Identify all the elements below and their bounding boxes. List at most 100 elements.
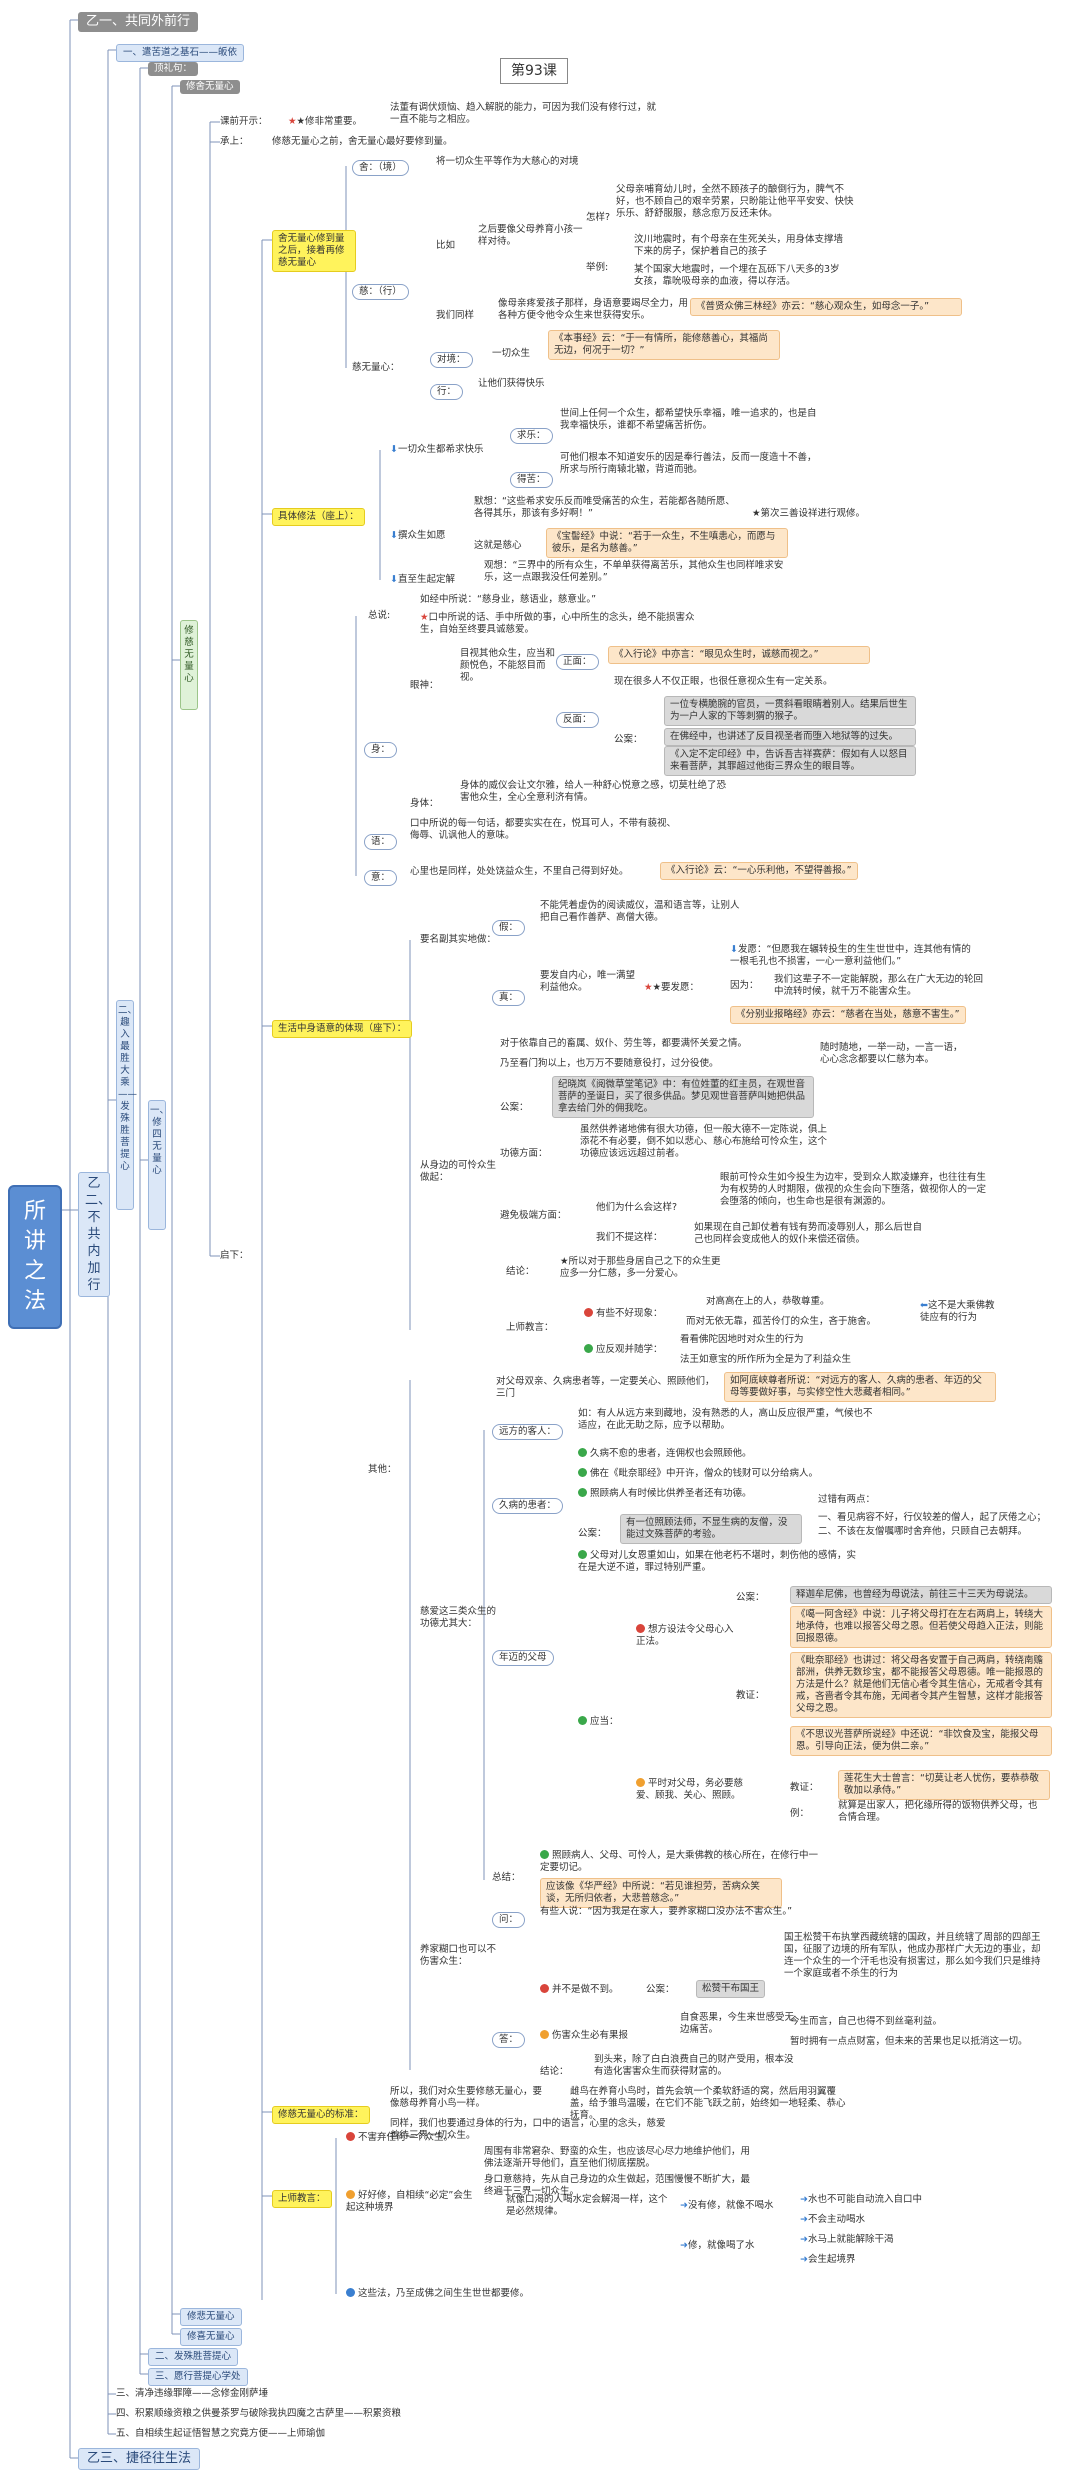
sec8-b2[interactable]: ➜修，就像喝了水 bbox=[680, 2240, 755, 2251]
sec2-b[interactable]: ⬇撰众生如愿 bbox=[390, 530, 446, 541]
juli-label[interactable]: 举例: bbox=[586, 262, 609, 273]
node-l1-bottom[interactable]: 乙三、捷径往生法 bbox=[78, 2448, 201, 2470]
node-mandala[interactable]: 四、积累顺缘资粮之供曼茶罗与破除我执四魔之古萨里——积累资粮 bbox=[116, 2408, 402, 2419]
zheng-node[interactable]: 正面： bbox=[556, 654, 599, 670]
jiubing-3: 照顾病人有时候比供养圣者还有功德。 bbox=[578, 1488, 752, 1500]
node-l1-mid[interactable]: 乙二、不共内加行 bbox=[78, 1172, 111, 1297]
sec7-a-text: 雌鸟在养育小鸟时，首先会筑一个柔软舒适的窝，然后用羽翼覆盖，给予雏鸟温暖，在它们… bbox=[570, 2086, 846, 2121]
pre-talk-label[interactable]: 课前开示： bbox=[220, 116, 268, 127]
ci-node[interactable]: 慈：（行） bbox=[352, 284, 409, 300]
women-bu-label[interactable]: 我们不提这样： bbox=[596, 1232, 663, 1243]
zhen-node[interactable]: 真： bbox=[492, 990, 526, 1006]
cheng-label[interactable]: 承上： bbox=[220, 136, 249, 147]
sec8-label[interactable]: 上师教言： bbox=[272, 2190, 332, 2208]
sec8-c[interactable]: 这些法，乃至成佛之间生生世世都要修。 bbox=[346, 2288, 529, 2300]
shen-node[interactable]: 身： bbox=[364, 742, 398, 758]
pj-label[interactable]: 教证： bbox=[790, 1782, 819, 1793]
cisan-label[interactable]: 慈爱这三类众生的功德尤其大： bbox=[420, 1606, 497, 1629]
arrow-icon: ➜ bbox=[800, 2234, 808, 2245]
node-bodhicitta[interactable]: 二、趣入最胜大乘——发殊胜菩提心 bbox=[116, 1000, 137, 1210]
sec8-a[interactable]: 不害弃任何一个众生。 bbox=[346, 2132, 453, 2144]
zongjie-label[interactable]: 总结： bbox=[492, 1872, 521, 1883]
women-label[interactable]: 我们同样 bbox=[436, 310, 475, 321]
yinwei-label[interactable]: 因为： bbox=[730, 980, 759, 991]
zongshuo-label[interactable]: 总说: bbox=[368, 610, 391, 621]
number-3-icon bbox=[346, 2288, 355, 2297]
bing-gongan-label[interactable]: 公案： bbox=[646, 1984, 675, 1995]
node-joy[interactable]: 修喜无量心 bbox=[180, 2328, 242, 2346]
li-label[interactable]: 例： bbox=[790, 1808, 810, 1819]
jiubing-gongan-label[interactable]: 公案： bbox=[578, 1528, 607, 1539]
gongan-label-2[interactable]: 公案： bbox=[500, 1102, 529, 1113]
kes-node[interactable]: 远方的客人： bbox=[492, 1424, 564, 1440]
sec1-label[interactable]: 舍无量心修到量之后，接着再修慈无量心 bbox=[272, 230, 356, 272]
sec7-label[interactable]: 修慈无量心的标准： bbox=[272, 2106, 370, 2124]
ying-dang-label[interactable]: 应当： bbox=[578, 1716, 619, 1728]
da-node[interactable]: 答： bbox=[492, 2032, 526, 2048]
node-bodhicitta-precepts[interactable]: 三、愿行菩提心学处 bbox=[148, 2368, 248, 2386]
jia-text: 不能凭着虚伪的阅读威仪，温和语言等，让别人把自己看作善萨、高僧大德。 bbox=[540, 900, 740, 923]
yanshen-label[interactable]: 眼神： bbox=[410, 680, 439, 691]
jiubing-node[interactable]: 久病的患者： bbox=[492, 1498, 564, 1514]
node-loving-kindness[interactable]: 修慈无量心 bbox=[180, 620, 198, 710]
jiubing-gongan: 有一位照顾法师，不显生病的友僧，没能过文殊菩萨的考验。 bbox=[620, 1514, 802, 1544]
node-l1-top[interactable]: 乙一、共同外前行 bbox=[78, 12, 199, 32]
dekuo-node[interactable]: 得苦： bbox=[510, 472, 553, 488]
yaoming-label[interactable]: 要名副其实地做： bbox=[420, 934, 497, 945]
shenti-label[interactable]: 身体： bbox=[410, 798, 439, 809]
wen-node[interactable]: 问： bbox=[492, 1912, 526, 1928]
zenyang-label[interactable]: 怎样? bbox=[586, 212, 611, 223]
fayuan-label[interactable]: ★★要发愿： bbox=[644, 982, 700, 993]
node-refuge[interactable]: 一、遣苦道之基石——皈依 bbox=[116, 44, 245, 62]
mo-label[interactable]: 默想： bbox=[474, 496, 503, 507]
qiule-node[interactable]: 求乐： bbox=[510, 428, 553, 444]
node-vajrasattva[interactable]: 三、清净违缘罪障——念修金刚萨埵 bbox=[116, 2388, 269, 2399]
gongde-label[interactable]: 功德方面： bbox=[500, 1148, 548, 1159]
you-bu-label[interactable]: 有些不好现象： bbox=[584, 1308, 663, 1320]
guoqu-label[interactable]: 过错有两点： bbox=[818, 1494, 876, 1505]
star-icon: ★ bbox=[644, 982, 653, 993]
sec2-label[interactable]: 具体修法（座上）： bbox=[272, 508, 365, 526]
node-equanimity[interactable]: 修舍无量心 bbox=[180, 80, 240, 94]
congfa-label[interactable]: 从身边的可怜众生做起： bbox=[420, 1160, 497, 1183]
yu-node[interactable]: 语： bbox=[364, 834, 398, 850]
fumu-text: 父母对儿女恩重如山，如果在他老朽不堪时，刺伤他的感情，实在是大逆不道，罪过特别严… bbox=[578, 1550, 857, 1573]
gongan-label[interactable]: 公案： bbox=[614, 734, 643, 745]
root-node[interactable]: 所讲之法 bbox=[8, 1185, 62, 1329]
bimian-label[interactable]: 避免极端方面： bbox=[500, 1210, 567, 1221]
mo-text: “这些希求安乐反而唯受痛苦的众生，若能都各随所愿、各得其乐，那该有多好啊！” bbox=[474, 496, 735, 519]
zongjie-text: 照顾病人、父母、可怜人，是大乘佛教的核心所在，在修行中一定要切记。 bbox=[540, 1850, 819, 1873]
node-homage[interactable]: 顶礼句： bbox=[148, 62, 199, 76]
sec3-label[interactable]: 生活中身语意的体现（座下）： bbox=[272, 1020, 413, 1038]
sec2-c[interactable]: ⬇直至生起定解 bbox=[390, 574, 455, 585]
she-node[interactable]: 舍：（境） bbox=[352, 160, 409, 176]
qita-label[interactable]: 其他： bbox=[368, 1464, 397, 1475]
node-guru-yoga[interactable]: 五、自相续生起证悟智慧之究竟方便——上师瑜伽 bbox=[116, 2428, 326, 2439]
sec2-a[interactable]: ⬇一切众生都希求快乐 bbox=[390, 444, 484, 455]
duijing-node[interactable]: 对境： bbox=[430, 352, 473, 368]
zheci-label[interactable]: 这就是慈心 bbox=[474, 540, 522, 551]
shangshi-label[interactable]: 上师教言： bbox=[506, 1322, 554, 1333]
node-supreme-bodhicitta[interactable]: 二、发殊胜菩提心 bbox=[148, 2348, 239, 2366]
yanghuai-label[interactable]: 养家糊口也可以不伤害众生： bbox=[420, 1944, 497, 1967]
biru-label[interactable]: 比如 bbox=[436, 240, 456, 251]
node-four-immeasurables[interactable]: 一、修四无量心 bbox=[148, 1100, 169, 1230]
jielun-label[interactable]: 结论： bbox=[506, 1266, 535, 1277]
sec8-b1[interactable]: ➜没有修，就像不喝水 bbox=[680, 2200, 774, 2211]
jia-node[interactable]: 假： bbox=[492, 920, 526, 936]
jiaozheng-label[interactable]: 教证： bbox=[736, 1690, 765, 1701]
cixin-label[interactable]: 慈无量心： bbox=[352, 362, 400, 373]
ying-label[interactable]: 应反观并随学： bbox=[584, 1344, 663, 1356]
qixia-label[interactable]: 启下： bbox=[220, 1250, 249, 1261]
ze-text: 伤害众生必有果报 bbox=[540, 2030, 628, 2042]
fumu-node[interactable]: 年迈的父母 bbox=[492, 1650, 554, 1666]
yi-node[interactable]: 意： bbox=[364, 870, 398, 886]
jielun2-label[interactable]: 结论： bbox=[540, 2066, 569, 2077]
xing-node[interactable]: 行： bbox=[430, 384, 464, 400]
sec8-b[interactable]: 好好修，自相续“必定”会生起这种境界 bbox=[346, 2190, 473, 2213]
pre-talk-text[interactable]: ★★修非常重要。 bbox=[288, 116, 363, 127]
gongan2-label[interactable]: 公案： bbox=[736, 1592, 765, 1603]
node-compassion[interactable]: 修悲无量心 bbox=[180, 2308, 242, 2326]
fan-node[interactable]: 反面： bbox=[556, 712, 599, 728]
women-bu-text: 如果现在自己卸仗着有钱有势而凌辱别人，那么后世自己也同样会变成他人的奴仆来偿还宿… bbox=[694, 1222, 923, 1245]
